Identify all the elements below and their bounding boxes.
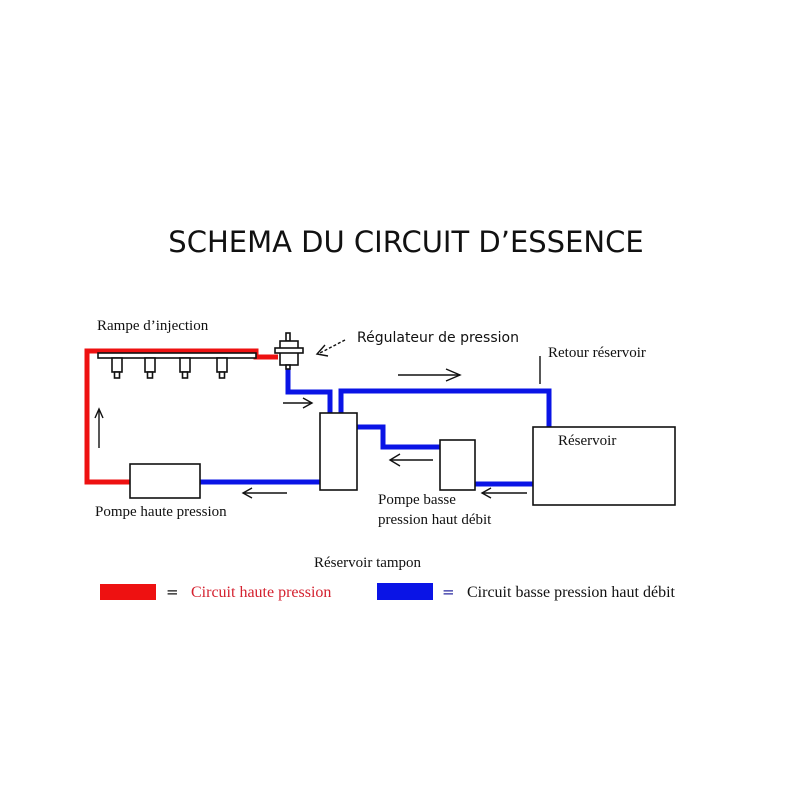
- injector: [111, 357, 123, 379]
- injection-rail: [97, 352, 257, 379]
- label-pompe-basse-1: Pompe basse: [378, 492, 456, 508]
- pipe-return-to-reservoir: [338, 388, 552, 427]
- arrow-right-icon: [398, 368, 462, 382]
- legend: = Circuit haute pression = Circuit basse…: [100, 583, 676, 601]
- legend-equals: =: [166, 583, 179, 601]
- low-pressure-pump: [439, 439, 476, 491]
- regulator-pointer-arrow-icon: [315, 339, 346, 357]
- legend-label-low-pressure: Circuit basse pression haut débit: [467, 584, 676, 601]
- label-reservoir: Réservoir: [558, 433, 616, 449]
- label-tampon: Réservoir tampon: [314, 555, 422, 571]
- diagram-title: SCHEMA DU CIRCUIT D’ESSENCE: [168, 225, 643, 259]
- fuel-tank: [532, 426, 676, 506]
- injector: [179, 357, 191, 379]
- label-pompe-haute: Pompe haute pression: [95, 504, 227, 520]
- legend-item-low-pressure: = Circuit basse pression haut débit: [377, 583, 676, 601]
- high-pressure-pump: [129, 463, 201, 499]
- legend-swatch-red: [100, 584, 156, 600]
- arrow-left-icon: [388, 453, 433, 467]
- arrow-right-icon: [283, 397, 314, 409]
- injector: [216, 357, 228, 379]
- label-rampe: Rampe d’injection: [97, 318, 209, 334]
- pressure-regulator: [274, 332, 304, 370]
- label-pompe-basse-2: pression haut débit: [378, 512, 492, 528]
- label-retour: Retour réservoir: [548, 345, 646, 361]
- high-pressure-circuit: [84, 348, 278, 485]
- pipe-regulator-to-tampon: [285, 366, 333, 413]
- legend-swatch-blue: [377, 583, 433, 600]
- arrow-up-icon: [94, 407, 104, 448]
- rail-body: [97, 352, 257, 359]
- buffer-tank: [319, 412, 358, 491]
- arrow-left-icon: [480, 487, 527, 499]
- label-regulateur: Régulateur de pression: [357, 330, 519, 346]
- pipe-lp-pump-to-tampon: [357, 424, 440, 450]
- legend-label-high-pressure: Circuit haute pression: [191, 584, 331, 601]
- arrow-left-icon: [241, 487, 287, 499]
- legend-equals: =: [442, 583, 455, 601]
- high-pressure-pipe: [84, 348, 278, 485]
- injector: [144, 357, 156, 379]
- legend-item-high-pressure: = Circuit haute pression: [100, 583, 331, 601]
- low-pressure-circuit: [200, 366, 552, 487]
